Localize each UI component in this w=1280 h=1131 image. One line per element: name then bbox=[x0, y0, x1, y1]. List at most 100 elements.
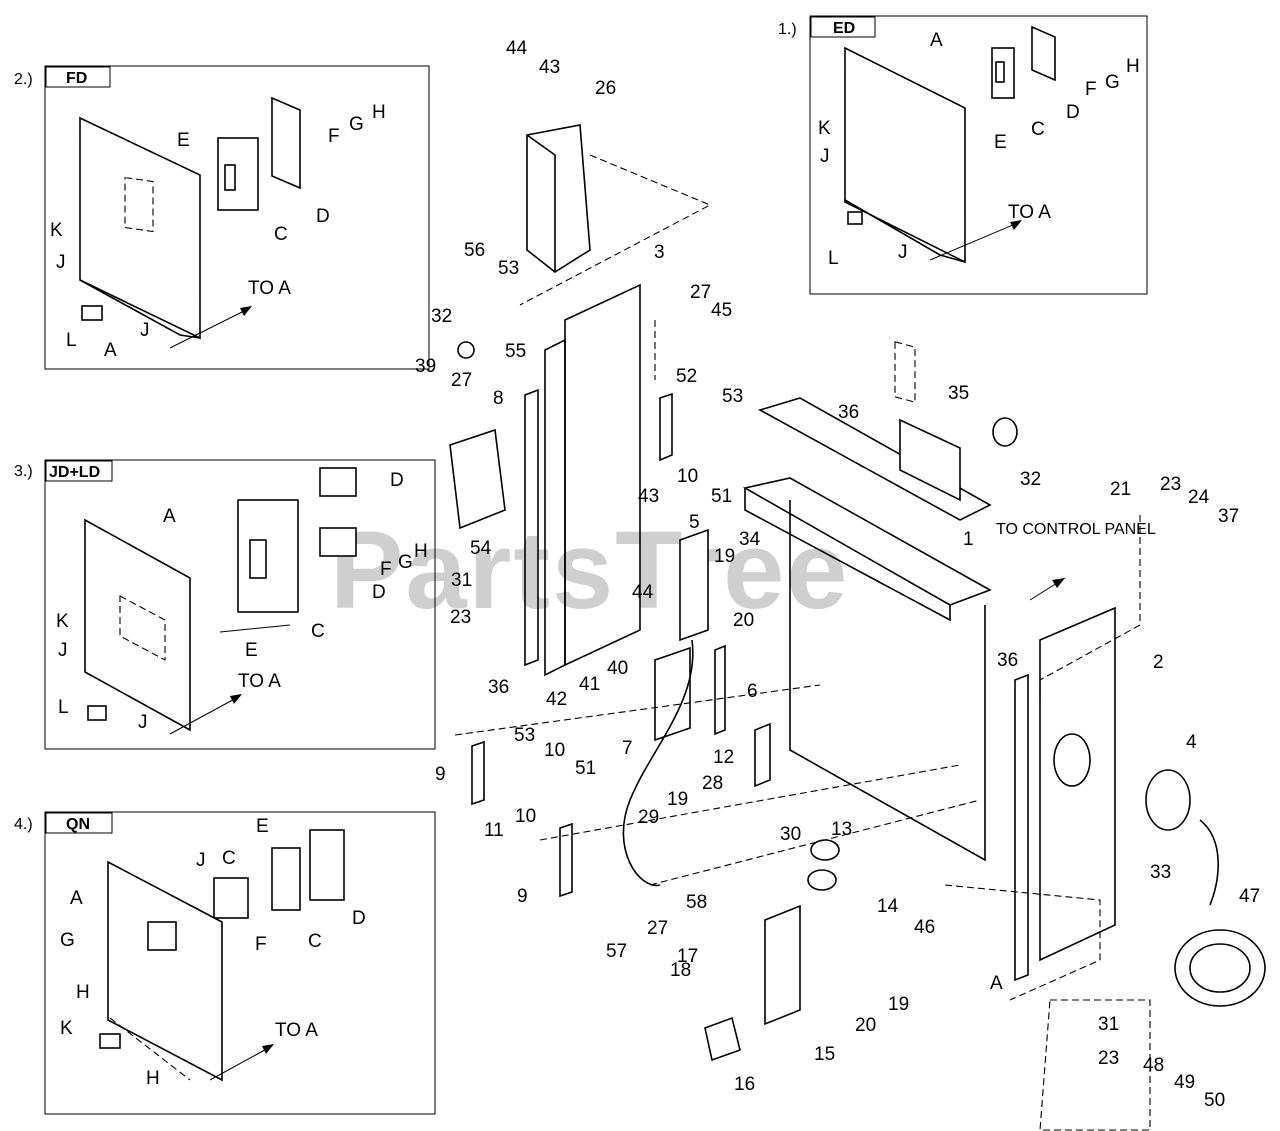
jdld-screw bbox=[219, 624, 291, 633]
part-1-side bbox=[789, 500, 986, 862]
jdld-label-h: H bbox=[414, 541, 428, 562]
fd-label-to-a: TO A bbox=[248, 278, 291, 299]
qn-breaker bbox=[271, 847, 301, 911]
callout-23c: 23 bbox=[1098, 1048, 1119, 1069]
inset-qn-frame bbox=[44, 811, 436, 1115]
fd-arrow-head bbox=[240, 306, 252, 316]
ed-label-k: K bbox=[818, 118, 831, 139]
callout-46: 46 bbox=[914, 917, 935, 938]
jdld-arrow-head bbox=[230, 694, 242, 704]
callout-26: 26 bbox=[595, 78, 616, 99]
qn-dash bbox=[109, 1017, 191, 1081]
jdld-cutout bbox=[119, 595, 166, 661]
ed-panel bbox=[844, 46, 966, 264]
fd-label-j2: J bbox=[140, 320, 150, 341]
callout-2: 2 bbox=[1153, 652, 1164, 673]
callout-8: 8 bbox=[493, 388, 504, 409]
to-control-arrow-head bbox=[1052, 578, 1065, 588]
callout-53b: 53 bbox=[722, 386, 743, 407]
fd-label-a: A bbox=[104, 340, 117, 361]
callout-27a: 27 bbox=[690, 282, 711, 303]
part-32-grommet-left bbox=[457, 341, 475, 359]
callout-a: A bbox=[990, 973, 1003, 994]
dash-line-3 bbox=[649, 799, 981, 886]
part-4-hub bbox=[1145, 769, 1191, 831]
dash-line-6 bbox=[1039, 515, 1141, 700]
part-47-ring bbox=[1174, 929, 1266, 1007]
part-55-strip bbox=[544, 338, 566, 677]
qn-label-g: G bbox=[60, 930, 75, 951]
jdld-breaker bbox=[237, 499, 299, 613]
jdld-label-to-a: TO A bbox=[238, 671, 281, 692]
callout-44b: 44 bbox=[632, 582, 654, 603]
callout-6: 6 bbox=[747, 681, 758, 702]
fd-lug bbox=[81, 305, 103, 321]
part-2-rail bbox=[1039, 606, 1116, 962]
callout-15: 15 bbox=[814, 1044, 835, 1065]
inset-qn: 4.) QN C E J A F D C G H K TO A H bbox=[14, 811, 436, 1115]
callout-40: 40 bbox=[607, 658, 628, 679]
callout-31a: 31 bbox=[451, 570, 472, 591]
callout-36b: 36 bbox=[997, 650, 1018, 671]
inset-jdld-frame bbox=[44, 459, 436, 750]
callout-32b: 32 bbox=[1020, 469, 1041, 490]
callout-31b: 31 bbox=[1098, 1014, 1119, 1035]
callout-19b: 19 bbox=[667, 789, 688, 810]
jdld-label-a: A bbox=[163, 506, 176, 527]
qn-window bbox=[147, 921, 177, 951]
callout-48: 48 bbox=[1143, 1055, 1164, 1076]
qn-label-c2: C bbox=[308, 931, 322, 952]
ed-flange bbox=[844, 199, 966, 263]
jdld-label-k: K bbox=[56, 611, 69, 632]
wire-harness bbox=[622, 639, 694, 887]
callout-30: 30 bbox=[780, 824, 801, 845]
qn-label-f: F bbox=[255, 934, 267, 955]
inset-jdld-title: JD+LD bbox=[49, 464, 100, 481]
callout-3: 3 bbox=[654, 242, 665, 263]
callout-21: 21 bbox=[1110, 479, 1131, 500]
callout-7: 7 bbox=[622, 738, 633, 759]
callout-49: 49 bbox=[1174, 1072, 1195, 1093]
callout-47: 47 bbox=[1239, 886, 1260, 907]
qn-arrow-head bbox=[262, 1044, 274, 1054]
part-32-grommet-right bbox=[992, 417, 1018, 447]
callout-29: 29 bbox=[638, 807, 659, 828]
callout-56: 56 bbox=[464, 240, 485, 261]
part-26-enclosure bbox=[526, 124, 591, 273]
callout-23b: 23 bbox=[450, 607, 471, 628]
callout-14: 14 bbox=[877, 896, 899, 917]
jdld-label-d: D bbox=[390, 470, 404, 491]
callout-1: 1 bbox=[963, 529, 974, 550]
inset-fd-title-box bbox=[45, 66, 111, 88]
callout-10b: 10 bbox=[544, 740, 565, 761]
inset-jdld-index: 3.) bbox=[14, 463, 33, 480]
jdld-label-l: L bbox=[58, 697, 69, 718]
jdld-label-j: J bbox=[58, 640, 68, 661]
callout-13: 13 bbox=[831, 819, 852, 840]
ed-label-c: C bbox=[1031, 119, 1045, 140]
inset-jdld-title-box bbox=[45, 460, 113, 482]
callout-39: 39 bbox=[415, 356, 436, 377]
inset-qn-title: QN bbox=[66, 816, 90, 833]
qn-label-e: E bbox=[256, 816, 269, 837]
fd-label-l: L bbox=[66, 330, 77, 351]
callout-28: 28 bbox=[702, 773, 723, 794]
callout-44a: 44 bbox=[506, 38, 528, 59]
callout-16: 16 bbox=[734, 1074, 755, 1095]
ed-arrow-head bbox=[1010, 220, 1022, 230]
callout-50: 50 bbox=[1204, 1090, 1225, 1111]
qn-label-j: J bbox=[196, 850, 206, 871]
fd-label-j: J bbox=[56, 252, 66, 273]
ed-label-f: F bbox=[1085, 79, 1097, 100]
jdld-plate-top bbox=[319, 467, 357, 497]
callout-36a: 36 bbox=[838, 402, 859, 423]
callout-58: 58 bbox=[686, 892, 707, 913]
callout-53c: 53 bbox=[514, 725, 535, 746]
fd-panel bbox=[79, 116, 201, 340]
fd-cutout bbox=[124, 176, 154, 233]
inset-ed-title: ED bbox=[833, 20, 855, 37]
inset-ed-title-box bbox=[810, 16, 876, 38]
ed-breaker-toggle bbox=[995, 61, 1005, 83]
callout-55: 55 bbox=[505, 341, 526, 362]
